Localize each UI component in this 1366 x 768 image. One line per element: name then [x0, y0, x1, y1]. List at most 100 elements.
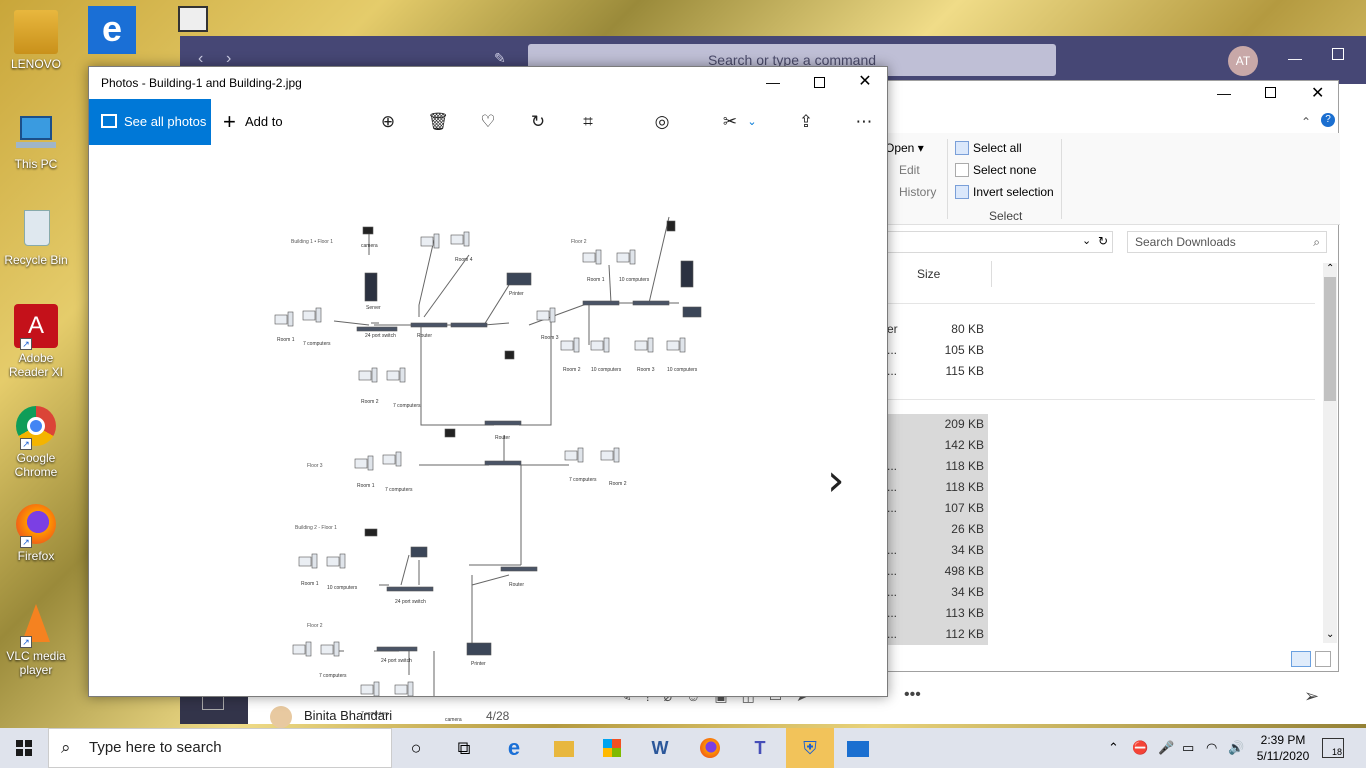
file-row[interactable]: ...113 KB [885, 603, 988, 624]
maximize-button[interactable] [796, 67, 842, 99]
desktop-icon-vlc[interactable]: ↗ VLC media player [4, 602, 68, 677]
file-row[interactable]: ...118 KB [885, 477, 988, 498]
teams-minimize-button[interactable]: — [1288, 50, 1302, 66]
file-row[interactable]: ...112 KB [885, 624, 988, 645]
close-button[interactable]: ✕ [858, 73, 872, 90]
taskbar-search-input[interactable]: ⌕ Type here to search [48, 728, 392, 768]
desktop-icon-lenovo[interactable]: LENOVO [4, 10, 68, 71]
forward-arrow-icon[interactable]: › [226, 50, 232, 67]
photos-icon[interactable] [834, 728, 882, 768]
store-icon[interactable] [588, 728, 636, 768]
desktop-icon-firefox[interactable]: ↗ Firefox [4, 502, 68, 563]
word-icon[interactable]: W [651, 738, 669, 758]
ribbon-divider [1061, 139, 1062, 219]
scroll-up-icon[interactable]: ⌃ [1326, 263, 1335, 274]
large-icons-view-icon[interactable] [1315, 651, 1331, 667]
chat-list-item[interactable]: Binita Bhandari 4/28 [248, 704, 588, 728]
open-button[interactable]: Open ▾ [885, 141, 924, 155]
file-size: 209 KB [944, 417, 984, 431]
send-icon[interactable]: ➢ [1304, 686, 1320, 706]
zoom-icon[interactable]: ⊕ [380, 112, 396, 131]
file-row[interactable]: ...115 KB [885, 361, 988, 382]
more-options-icon[interactable]: ••• [904, 686, 921, 703]
start-button[interactable] [0, 728, 48, 768]
server-device [364, 272, 378, 302]
compose-icon[interactable]: ✎ [494, 50, 506, 66]
address-bar[interactable]: ⌄ ↻ [885, 231, 1113, 253]
details-view-icon[interactable] [1291, 651, 1311, 667]
network-status-icon[interactable]: ⛔ [1132, 740, 1149, 755]
select-all-button[interactable]: Select all [955, 141, 1022, 155]
edge-icon[interactable]: e [507, 735, 521, 760]
battery-icon[interactable]: ▭ [1182, 740, 1195, 755]
back-arrow-icon[interactable]: ‹ [198, 50, 204, 67]
mail-icon[interactable] [178, 6, 208, 32]
share-icon[interactable]: ⇪ [798, 112, 814, 131]
computer-tower [433, 233, 440, 249]
edit-button[interactable]: Edit [899, 163, 920, 177]
teams-maximize-button[interactable] [1332, 48, 1344, 60]
enhance-icon[interactable]: ◎ [654, 112, 670, 131]
volume-icon[interactable]: 🔊 [1228, 740, 1245, 755]
desktop-icon-chrome[interactable]: ↗ Google Chrome [4, 404, 68, 479]
notification-center-button[interactable]: 18 [1322, 738, 1344, 758]
avatar[interactable]: AT [1228, 46, 1258, 76]
show-hidden-icons-icon[interactable]: ⌃ [1108, 740, 1119, 755]
rotate-icon[interactable]: ↻ [530, 112, 546, 131]
file-row[interactable]: ...107 KB [885, 498, 988, 519]
search-downloads-input[interactable]: Search Downloads⌕ [1127, 231, 1327, 253]
microphone-icon[interactable]: 🎤 [1158, 740, 1175, 755]
see-all-photos-button[interactable]: See all photos [89, 99, 211, 145]
computer-tower [373, 681, 380, 696]
wifi-icon[interactable]: ◠ [1206, 740, 1218, 755]
favorite-icon[interactable]: ♡ [480, 112, 496, 131]
file-row[interactable]: 209 KB [885, 414, 988, 435]
size-column-header[interactable]: Size [917, 267, 941, 281]
crop-icon[interactable]: ⌗ [583, 112, 593, 131]
file-name: ... [887, 627, 898, 641]
file-row[interactable]: ...105 KB [885, 340, 988, 361]
more-options-icon[interactable]: ⋯ [855, 112, 873, 131]
add-to-button[interactable]: +Add to [223, 99, 283, 145]
next-photo-arrow-icon[interactable]: › [827, 455, 845, 506]
file-size: 113 KB [945, 606, 984, 620]
history-button[interactable]: History [899, 185, 937, 199]
computer-device [420, 236, 434, 247]
desktop-icon-this-pc[interactable]: This PC [4, 110, 68, 171]
chevron-down-icon[interactable]: ⌄ [747, 116, 757, 128]
maximize-button[interactable] [1265, 87, 1276, 98]
refresh-icon[interactable]: ↻ [1098, 234, 1109, 248]
chevron-down-icon[interactable]: ⌄ [1082, 235, 1092, 247]
teams-icon[interactable]: T [754, 738, 766, 758]
desktop-icon-recycle-bin[interactable]: Recycle Bin [4, 206, 68, 267]
collapse-ribbon-icon[interactable]: ⌃ [1301, 115, 1312, 129]
minimize-button[interactable]: — [1217, 85, 1231, 101]
file-row[interactable]: 26 KB [885, 519, 988, 540]
delete-icon[interactable]: 🗑 [427, 112, 449, 131]
cortana-icon[interactable]: ○ [410, 738, 422, 758]
edge-desktop-icon[interactable]: e [88, 6, 136, 54]
invert-selection-button[interactable]: Invert selection [955, 185, 1054, 199]
file-row[interactable]: 142 KB [885, 435, 988, 456]
desktop-icon-adobe-reader[interactable]: A↗ Adobe Reader XI [4, 304, 68, 379]
file-row[interactable]: ...118 KB [885, 456, 988, 477]
file-explorer-icon[interactable] [540, 728, 588, 768]
photo-canvas[interactable]: Building 1 • Floor 1 Floor 2 Floor 3 Bui… [89, 145, 887, 762]
scrollbar-thumb[interactable] [1324, 277, 1336, 401]
task-view-icon[interactable]: ⧉ [457, 738, 471, 758]
firefox-icon[interactable] [686, 728, 734, 768]
file-row[interactable]: ...34 KB [885, 582, 988, 603]
switch-device [386, 586, 434, 592]
edit-create-icon[interactable]: ✂ [722, 112, 738, 131]
vertical-scrollbar[interactable]: ⌃ ⌄ [1323, 263, 1337, 643]
file-row[interactable]: ...34 KB [885, 540, 988, 561]
close-button[interactable]: ✕ [1311, 85, 1325, 102]
security-shield-icon[interactable]: ⛨ [786, 728, 834, 768]
clock[interactable]: 2:39 PM 5/11/2020 [1252, 732, 1314, 764]
file-row[interactable]: ...498 KB [885, 561, 988, 582]
scroll-down-icon[interactable]: ⌄ [1326, 629, 1335, 640]
minimize-button[interactable]: — [766, 74, 780, 90]
help-icon[interactable]: ? [1321, 113, 1335, 127]
select-none-button[interactable]: Select none [955, 163, 1036, 177]
